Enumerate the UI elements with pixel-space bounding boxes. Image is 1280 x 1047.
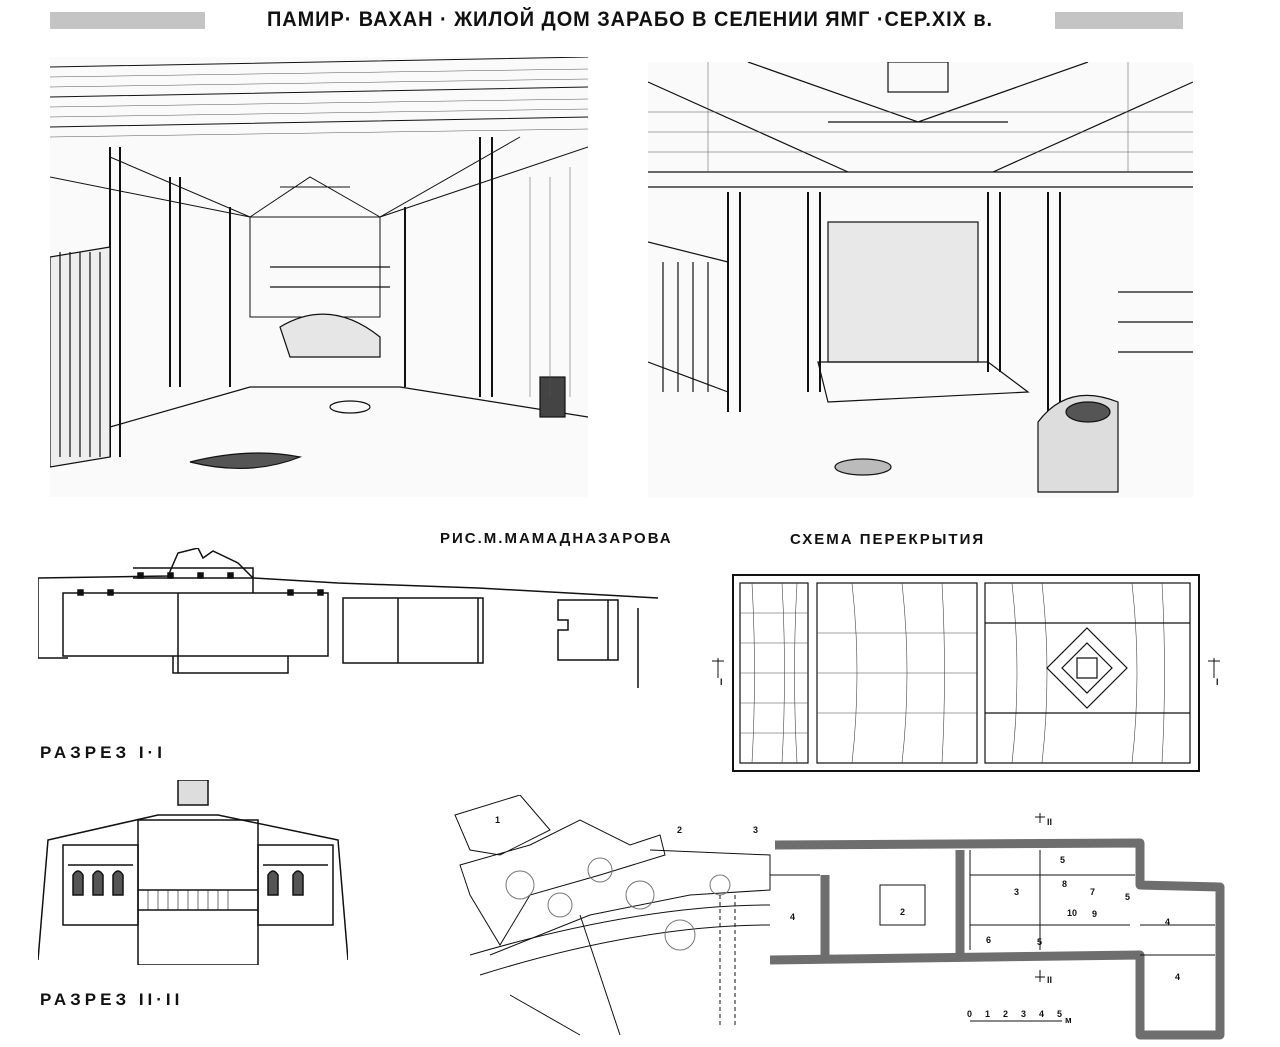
section-2-drawing: [38, 780, 348, 965]
scale-bar: 0 1 2 3 4 5 м: [967, 1009, 1072, 1025]
title-bar-left: [50, 12, 205, 29]
section-2-label: РАЗРЕЗ II·II: [40, 990, 184, 1009]
author-credit: РИС.М.МАМАДНАЗАРОВА: [440, 530, 673, 547]
plan-room-4-right: 4: [1165, 917, 1170, 927]
plan-cut-mark-top: II: [1047, 817, 1052, 827]
plan-room-4-left: 4: [790, 912, 795, 922]
plan-room-2: 2: [900, 907, 905, 917]
roof-cut-mark-right: I: [1216, 677, 1219, 687]
plan-room-1: 1: [495, 815, 500, 825]
plan-room-7: 7: [1090, 887, 1095, 897]
roof-scheme-title: СХЕМА ПЕРЕКРЫТИЯ: [790, 531, 986, 548]
scale-tick-4: 4: [1039, 1009, 1044, 1019]
section-1-drawing: [38, 548, 659, 688]
floor-plan-drawing: 1 2 3 4 2 3 5 6 5 7 8 9 10 5 4 4 II II 0…: [454, 795, 1225, 1040]
interior-perspective-right: [648, 62, 1193, 498]
interior-perspective-left: [50, 57, 588, 497]
plan-room-5-bottom: 5: [1037, 937, 1042, 947]
plan-cut-mark-bottom: II: [1047, 975, 1052, 985]
plan-room-5-top: 5: [1060, 855, 1065, 865]
plan-room-3-outer: 3: [753, 825, 758, 835]
plan-room-5-side: 5: [1125, 892, 1130, 902]
plan-room-3: 3: [1014, 887, 1019, 897]
plan-room-2-outer: 2: [677, 825, 682, 835]
plan-room-10: 10: [1067, 908, 1077, 918]
scale-tick-3: 3: [1021, 1009, 1026, 1019]
roof-cut-mark-left: I: [720, 677, 723, 687]
section-1-label: РАЗРЕЗ I·I: [40, 743, 166, 762]
roof-scheme-drawing: I I: [712, 574, 1220, 772]
plan-room-6: 6: [986, 935, 991, 945]
plan-room-9: 9: [1092, 909, 1097, 919]
sheet-title: ПАМИР· ВАХАН · ЖИЛОЙ ДОМ ЗАРАБО В СЕЛЕНИ…: [266, 8, 994, 31]
title-bar-right: [1055, 12, 1183, 29]
scale-tick-0: 0: [967, 1009, 972, 1019]
scale-unit: м: [1065, 1015, 1072, 1025]
scale-tick-5: 5: [1057, 1009, 1062, 1019]
plan-room-8: 8: [1062, 879, 1067, 889]
scale-tick-2: 2: [1003, 1009, 1008, 1019]
scale-tick-1: 1: [985, 1009, 990, 1019]
plan-room-4-bottom: 4: [1175, 972, 1180, 982]
